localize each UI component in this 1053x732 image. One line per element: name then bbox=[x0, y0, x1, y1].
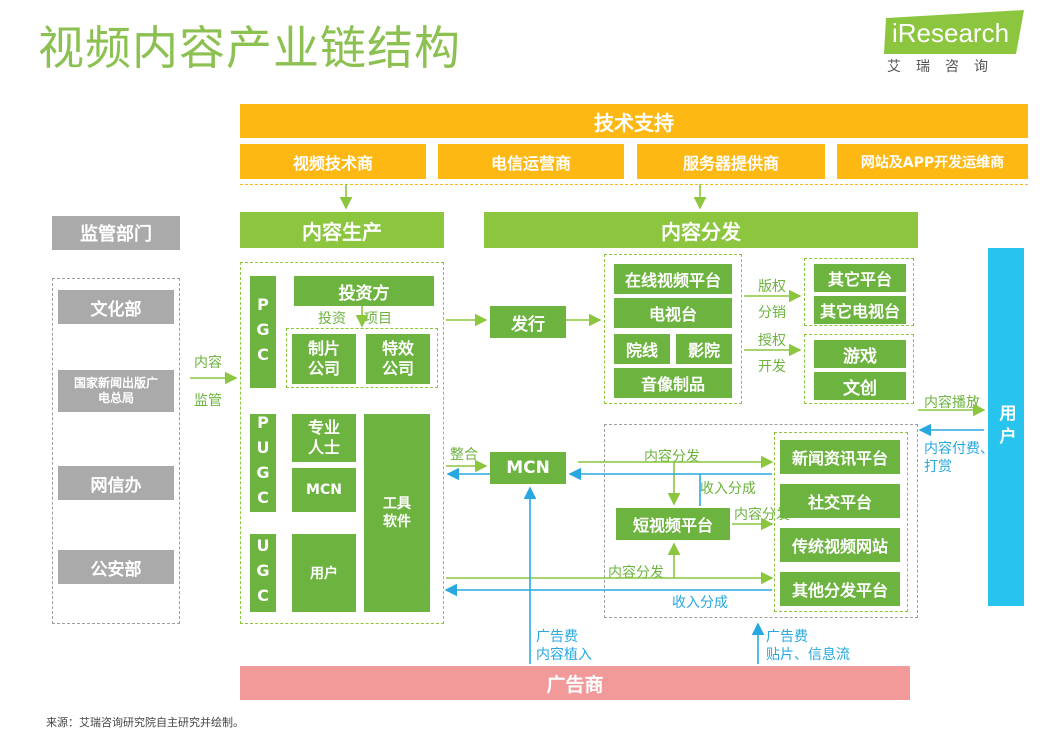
ugc-label: UGC bbox=[250, 534, 276, 612]
creative: 文创 bbox=[814, 372, 906, 400]
ugc-user: 用户 bbox=[292, 534, 356, 612]
logo-text: iResearch bbox=[892, 18, 1009, 48]
other-platform: 其它平台 bbox=[814, 264, 906, 292]
pgc-project-label: 项目 bbox=[364, 311, 392, 327]
pugc-mcn: MCN bbox=[292, 468, 356, 512]
regulate-label-content: 内容 bbox=[194, 355, 222, 371]
content-pay-label: 内容付费、打赏 bbox=[924, 441, 994, 475]
av-products: 音像制品 bbox=[614, 368, 732, 398]
pgc-investor: 投资方 bbox=[294, 276, 434, 306]
tech-item-app-dev: 网站及APP开发运维商 bbox=[837, 144, 1028, 179]
mcn-hub: MCN bbox=[490, 452, 566, 484]
copyright-target-group bbox=[804, 258, 914, 326]
license-target-group bbox=[804, 334, 914, 404]
short-video-platform: 短视频平台 bbox=[616, 508, 730, 540]
regulator-header: 监管部门 bbox=[52, 216, 180, 250]
other-tv: 其它电视台 bbox=[814, 296, 906, 324]
revenue-label-bottom: 收入分成 bbox=[672, 595, 728, 611]
tech-item-telecom: 电信运营商 bbox=[438, 144, 624, 179]
production-header: 内容生产 bbox=[240, 212, 444, 248]
content-play-label: 内容播放 bbox=[924, 395, 980, 411]
content-dist-label-bottom: 内容分发 bbox=[608, 565, 664, 581]
revenue-label-top: 收入分成 bbox=[700, 481, 756, 497]
distribution-header: 内容分发 bbox=[484, 212, 918, 248]
platform-other: 其他分发平台 bbox=[780, 572, 900, 606]
tech-support-header: 技术支持 bbox=[240, 104, 1028, 138]
theater: 影院 bbox=[676, 334, 732, 364]
ad-fee-sub-2: 贴片、信息流 bbox=[766, 647, 850, 663]
regulator-sapprft: 国家新闻出版广电总局 bbox=[58, 370, 174, 412]
ad-fee-label-1: 广告费 bbox=[536, 629, 578, 645]
new-media-group bbox=[604, 424, 918, 618]
regulator-group bbox=[52, 278, 180, 624]
logo-subtitle: 艾瑞咨询 bbox=[887, 59, 1003, 75]
short-video-dist-label: 内容分发 bbox=[734, 507, 790, 523]
page-title: 视频内容产业链结构 bbox=[38, 21, 461, 75]
regulate-label-supervise: 监管 bbox=[194, 393, 222, 409]
tech-item-server: 服务器提供商 bbox=[637, 144, 825, 179]
content-dist-label-top: 内容分发 bbox=[644, 449, 700, 465]
pgc-film-company: 制片公司 bbox=[292, 334, 356, 384]
platform-social: 社交平台 bbox=[780, 484, 900, 518]
cinema-chain: 院线 bbox=[614, 334, 670, 364]
copyright-label: 版权 bbox=[758, 279, 786, 295]
source-note: 来源：艾瑞咨询研究院自主研究并绘制。 bbox=[46, 716, 244, 729]
platform-news: 新闻资讯平台 bbox=[780, 440, 900, 474]
tech-item-video-tech: 视频技术商 bbox=[240, 144, 426, 179]
pugc-tools: 工具软件 bbox=[364, 414, 430, 612]
ad-fee-label-2: 广告费 bbox=[766, 629, 808, 645]
tech-support-divider bbox=[240, 184, 1028, 185]
pugc-label: PUGC bbox=[250, 413, 276, 513]
tv-station: 电视台 bbox=[614, 298, 732, 328]
regulator-cac: 网信办 bbox=[58, 466, 174, 500]
ad-fee-sub-1: 内容植入 bbox=[536, 647, 592, 663]
platform-list-group bbox=[774, 432, 908, 612]
develop-label: 开发 bbox=[758, 359, 786, 375]
integrate-label: 整合 bbox=[450, 447, 478, 463]
pugc-professional: 专业人士 bbox=[292, 414, 356, 462]
online-video-platform: 在线视频平台 bbox=[614, 264, 732, 294]
traditional-channel-group bbox=[604, 254, 742, 404]
pgc-effects-company: 特效公司 bbox=[366, 334, 430, 384]
iresearch-logo: iResearch bbox=[884, 10, 1024, 54]
license-label: 授权 bbox=[758, 333, 786, 349]
pgc-label: PGC bbox=[250, 276, 276, 388]
game: 游戏 bbox=[814, 340, 906, 368]
production-group bbox=[240, 262, 444, 624]
regulator-police: 公安部 bbox=[58, 550, 174, 584]
user-bar: 用户 bbox=[988, 248, 1024, 606]
regulator-culture: 文化部 bbox=[58, 290, 174, 324]
pgc-companies-group bbox=[286, 328, 438, 388]
pgc-invest-label: 投资 bbox=[318, 311, 346, 327]
platform-traditional-video: 传统视频网站 bbox=[780, 528, 900, 562]
sales-label: 分销 bbox=[758, 305, 786, 321]
issue-box: 发行 bbox=[490, 306, 566, 338]
advertiser-bar: 广告商 bbox=[240, 666, 910, 700]
